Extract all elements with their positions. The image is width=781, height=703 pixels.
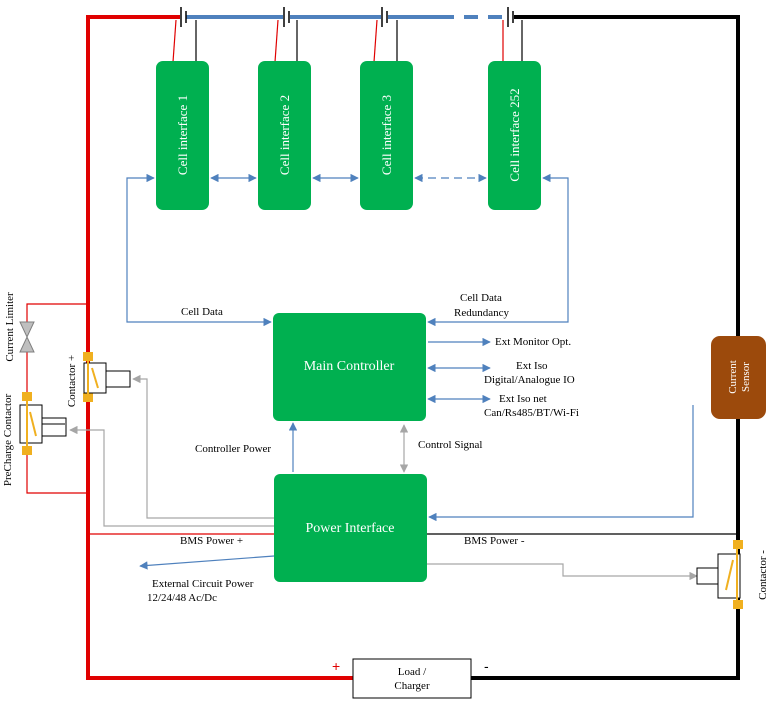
external-circuit-label-1: External Circuit Power <box>152 578 254 590</box>
svg-text:Power Interface: Power Interface <box>305 521 394 536</box>
current-sensor: Current Sensor <box>711 336 766 419</box>
ext-iso-net-label-2: Can/Rs485/BT/Wi-Fi <box>484 407 579 419</box>
precharge-contactor-label: PreCharge Contactor <box>2 393 14 486</box>
main-controller: Main Controller <box>273 313 426 421</box>
svg-text:Load /: Load / <box>398 666 427 678</box>
svg-text:Main Controller: Main Controller <box>304 359 395 374</box>
current-limiter <box>19 321 35 353</box>
cell-interface-2: Cell interface 2 <box>258 61 311 210</box>
bms-power-minus-label: BMS Power - <box>464 535 525 547</box>
cell-data-link <box>126 173 272 327</box>
svg-text:Cell interface 252: Cell interface 252 <box>507 88 522 181</box>
svg-text:Sensor: Sensor <box>740 362 752 392</box>
load-plus-sign: + <box>332 658 340 674</box>
ext-iso-net-label-1: Ext Iso net <box>499 393 547 405</box>
cell-interface-252: Cell interface 252 <box>488 61 541 210</box>
load-minus-sign: - <box>484 658 489 674</box>
control-signal-label: Control Signal <box>418 439 482 451</box>
svg-text:Charger: Charger <box>394 680 430 692</box>
cell-data-redundancy-label-1: Cell Data <box>460 292 502 304</box>
svg-text:Cell interface 3: Cell interface 3 <box>379 95 394 175</box>
cell-interface-1: Cell interface 1 <box>156 61 209 210</box>
contactor-control-lines <box>69 374 698 581</box>
cell-data-redundancy-label-2: Redundancy <box>454 307 509 319</box>
contactor-minus <box>696 540 743 609</box>
current-sensor-link <box>428 405 694 522</box>
ext-iso-label-1: Ext Iso <box>516 360 548 372</box>
precharge-branch <box>26 303 88 494</box>
svg-text:Cell interface 1: Cell interface 1 <box>175 95 190 175</box>
svg-text:Cell interface 2: Cell interface 2 <box>277 95 292 175</box>
external-circuit-label-2: 12/24/48 Ac/Dc <box>147 592 217 604</box>
precharge-contactor <box>19 392 67 455</box>
contactor-plus-label: Contactor + <box>66 355 78 407</box>
bms-power-plus-label: BMS Power + <box>180 535 243 547</box>
svg-text:Current: Current <box>727 360 739 394</box>
positive-bus <box>86 15 353 680</box>
power-interface: Power Interface <box>274 474 427 582</box>
contactor-minus-label: Contactor - <box>757 550 769 600</box>
load-charger: Load / Charger <box>352 658 472 699</box>
cell-data-redundancy-link <box>427 173 569 327</box>
current-limiter-label: Current Limiter <box>4 292 16 362</box>
cell-string <box>172 7 523 63</box>
external-circuit-power-link <box>139 555 275 570</box>
controller-power-label: Controller Power <box>195 443 271 455</box>
ext-iso-label-2: Digital/Analogue IO <box>484 374 575 386</box>
cell-data-label: Cell Data <box>181 306 223 318</box>
controller-io-arrows <box>427 337 491 404</box>
ext-monitor-label: Ext Monitor Opt. <box>495 336 571 348</box>
cell-interface-3: Cell interface 3 <box>360 61 413 210</box>
contactor-plus <box>83 352 131 402</box>
